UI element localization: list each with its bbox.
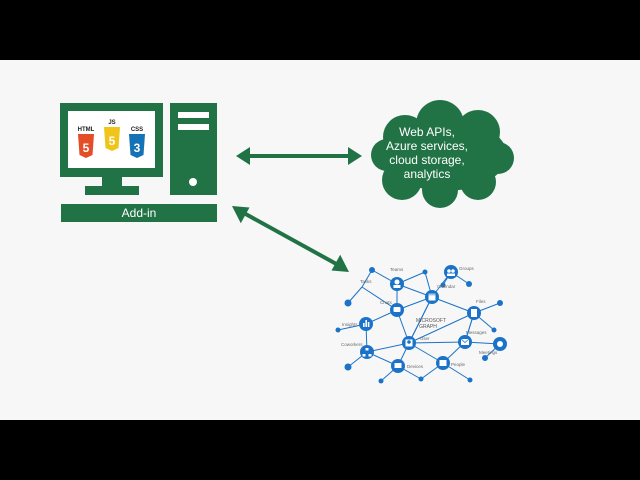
graph-label-tasks: Tasks (360, 279, 372, 284)
coworkers-node-icon (360, 345, 374, 359)
addin-label: Add-in (61, 204, 217, 222)
people-node-icon (436, 356, 450, 370)
graph-label-files: Files (476, 299, 486, 304)
calendar-node-icon (425, 290, 439, 304)
graph-label-coworkers: Coworkers (341, 342, 363, 347)
html-badge-label: HTML (78, 127, 95, 133)
meetings-node-icon (493, 337, 507, 351)
graph-label-groups: Groups (459, 266, 475, 271)
graph-label-insights: Insights (342, 322, 358, 327)
js-badge-number: 5 (109, 134, 116, 148)
cloud-text: Web APIs, Azure services, cloud storage,… (372, 125, 482, 181)
html-badge-number: 5 (83, 141, 90, 155)
graph-label-people: People (451, 362, 466, 367)
double-arrow-horizontal (236, 147, 362, 165)
graph-label-chats: Chats (380, 300, 393, 305)
css-badge-label: CSS (131, 127, 143, 133)
teams-node-icon (390, 277, 404, 291)
graph-title-line1: MICROSOFT (416, 318, 446, 324)
graph-label-devices: Devices (407, 364, 424, 369)
cloud-shape (371, 100, 514, 208)
graph-label-meetings: Meetings (479, 350, 498, 355)
graph-title-line2: GRAPH (419, 324, 437, 330)
js-badge: JS 5 (104, 120, 120, 151)
devices-node-icon (391, 359, 405, 373)
graph-label-teams: Teams (390, 267, 404, 272)
tower-icon (170, 103, 217, 195)
cloud-line-4: analytics (403, 167, 451, 181)
groups-node-icon (444, 265, 458, 279)
files-node-icon (467, 306, 481, 320)
cloud-line-3: cloud storage, (389, 153, 465, 167)
graph-icon-nodes (359, 265, 507, 373)
messages-node-icon (458, 335, 472, 349)
css3-badge: CSS 3 (129, 127, 145, 158)
microsoft-graph-network: Teams Tasks Chats Calendar Groups Files … (335, 265, 507, 384)
insights-node-icon (359, 317, 373, 331)
css-badge-number: 3 (134, 141, 141, 155)
graph-label-calendar: Calendar (437, 284, 456, 289)
cloud-line-1: Web APIs, (399, 125, 455, 139)
graph-label-user: User (420, 336, 430, 341)
html5-badge: HTML 5 (78, 127, 95, 158)
chats-node-icon (390, 303, 404, 317)
double-arrow-diagonal (232, 206, 349, 272)
graph-small-nodes (335, 267, 503, 384)
cloud-line-2: Azure services, (385, 139, 469, 153)
js-badge-label: JS (108, 120, 115, 126)
user-node-icon (402, 336, 416, 350)
graph-label-messages: Messages (466, 330, 487, 335)
